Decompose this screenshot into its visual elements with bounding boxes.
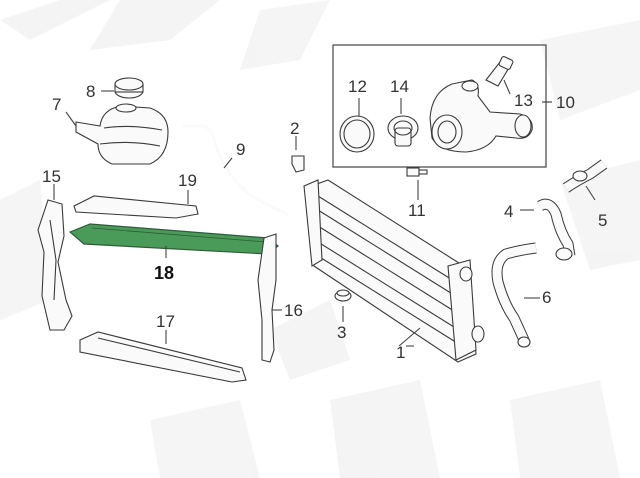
callout-13: 13 <box>514 91 533 110</box>
callout-15: 15 <box>42 167 61 186</box>
callout-2: 2 <box>290 119 299 138</box>
callouts: 1 2 3 4 5 6 7 8 9 10 11 12 13 14 15 16 1… <box>42 77 607 362</box>
callout-1: 1 <box>396 343 405 362</box>
callout-8: 8 <box>86 82 95 101</box>
thermostat-14 <box>387 115 419 147</box>
air-deflector-18 <box>68 223 279 255</box>
callout-10: 10 <box>556 93 575 112</box>
callout-18: 18 <box>154 263 174 283</box>
callout-6: 6 <box>542 288 551 307</box>
side-bracket-15 <box>37 199 73 331</box>
callout-17: 17 <box>156 312 175 331</box>
callout-5: 5 <box>598 211 607 230</box>
callout-16: 16 <box>284 301 303 320</box>
hose-4 <box>537 198 576 261</box>
expansion-tank-7 <box>75 103 169 165</box>
callout-4: 4 <box>504 202 513 221</box>
callout-7: 7 <box>52 95 61 114</box>
bolt-11 <box>406 167 428 177</box>
radiator-1 <box>303 179 485 363</box>
lower-seal-17 <box>79 331 247 383</box>
callout-12: 12 <box>348 77 367 96</box>
thermostat-group-frame <box>332 44 547 168</box>
thermostat-housing-10 <box>429 79 533 153</box>
o-ring-12 <box>339 115 375 153</box>
leader-lines <box>53 79 596 347</box>
callout-11: 11 <box>408 201 426 220</box>
cap-8 <box>114 77 144 99</box>
callout-3: 3 <box>337 323 346 342</box>
callout-9: 9 <box>236 140 245 159</box>
seal-19 <box>73 195 199 219</box>
grommet-3 <box>334 289 352 302</box>
hose-5 <box>562 159 608 193</box>
callout-14: 14 <box>390 77 409 96</box>
clip-2 <box>291 155 305 173</box>
sensor-13 <box>485 56 514 87</box>
hose-9 <box>183 124 289 216</box>
side-bracket-16 <box>257 233 277 363</box>
hose-6 <box>491 242 537 348</box>
callout-19: 19 <box>178 171 197 190</box>
